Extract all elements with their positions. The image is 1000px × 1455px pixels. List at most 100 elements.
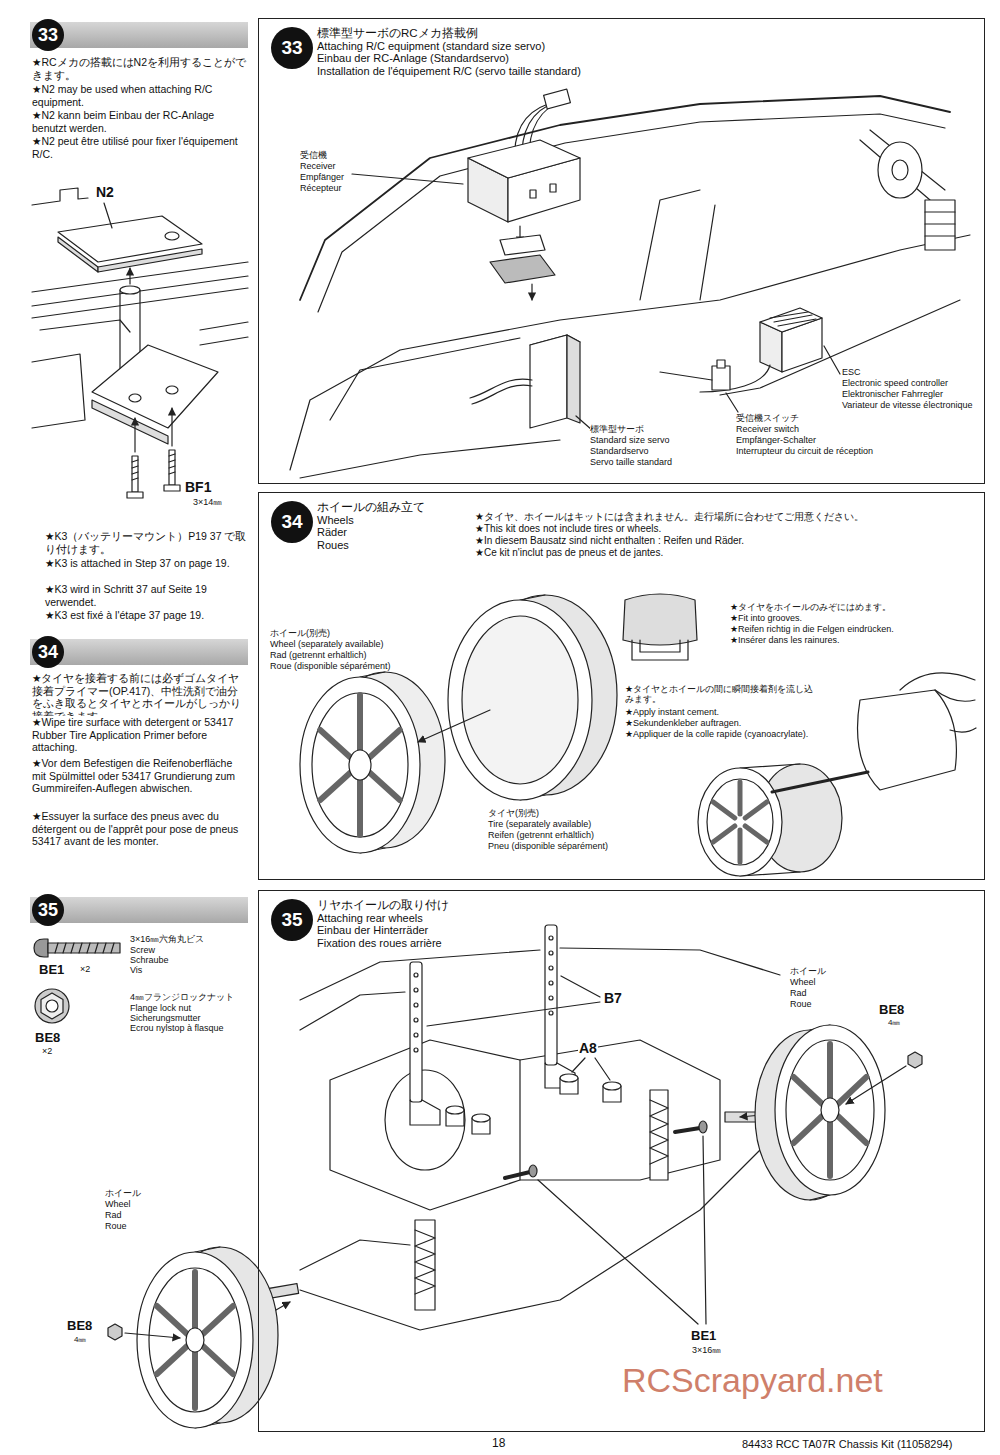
- rear-chassis-drawing-part: [415, 1230, 435, 1294]
- step-title: Räder: [317, 526, 347, 538]
- chassis-detail-drawing-part: [169, 454, 175, 474]
- step-title: ホイールの組み立て: [317, 501, 425, 514]
- step-number: 35: [32, 894, 64, 926]
- step-panel: リヤホイールの取り付けAttaching rear wheelsEinbau d…: [258, 890, 985, 1432]
- step-number-badge: 35: [271, 899, 313, 941]
- receiver-drawing: [352, 89, 580, 300]
- chassis-detail-drawing-part: [32, 188, 88, 205]
- chassis-detail-drawing-part: [166, 386, 178, 394]
- a8-spacer-drawing-part: [446, 1106, 464, 1114]
- note-text: Empfänger: [300, 172, 344, 182]
- a8-spacer-drawing: [446, 1058, 621, 1134]
- wheel-drawing-part: [312, 693, 408, 837]
- rear-chassis-drawing-part: [415, 1220, 435, 1310]
- note-text: ★タイヤ、ホイールはキットには含まれません。走行場所に合わせてご用意ください。: [475, 511, 980, 523]
- a8-spacer-drawing-part: [560, 1074, 578, 1082]
- glue-bottle-drawing-part: [935, 690, 976, 732]
- chassis-drawing-part: [925, 212, 955, 236]
- b7-post-drawing-part: [414, 1003, 418, 1007]
- nut-icon-part: [46, 1000, 58, 1012]
- chassis-drawing-part: [860, 130, 945, 200]
- note-text: ★K3（バッテリーマウント）P19 37 で取り付けます。: [45, 530, 248, 555]
- note-text: Standardservo: [590, 446, 649, 456]
- rear-wheel-drawing-part: [794, 1044, 867, 1176]
- part-code: BE1: [38, 962, 65, 978]
- servo-drawing-part: [470, 379, 532, 398]
- note-text: Elektronischer Fahrregler: [842, 389, 943, 399]
- note-text: Interrupteur du circuit de réception: [736, 446, 873, 456]
- step-number: 34: [32, 636, 64, 668]
- b7-post-drawing-part: [414, 1048, 418, 1052]
- servo-drawing-part: [472, 385, 532, 404]
- switch-drawing-part: [660, 372, 712, 380]
- tire-section-drawing-part: [640, 640, 680, 652]
- screw-icon-part: [34, 939, 48, 957]
- note-text: 4㎜: [888, 1018, 900, 1027]
- servo-drawing: [470, 335, 592, 430]
- rear-chassis-drawing: [262, 948, 780, 1330]
- wheel-drawing-part: [349, 750, 371, 780]
- chassis-detail-drawing-part: [58, 216, 202, 262]
- rear-chassis-drawing-part: [330, 1040, 520, 1210]
- step-panel: 標準型サーボのRCメカ搭載例Attaching R/C equipment (s…: [258, 18, 985, 484]
- watermark: RCScrapyard.net: [622, 1362, 883, 1399]
- chassis-drawing-part: [318, 114, 945, 312]
- wheel-drawing-part: [300, 677, 420, 853]
- rear-wheel-drawing-part: [108, 1324, 122, 1340]
- glue-bottle-drawing-part: [900, 673, 975, 690]
- note-text: Reifen (getrennt erhältlich): [488, 830, 594, 840]
- receiver-drawing-part: [500, 235, 545, 255]
- servo-drawing-part: [567, 335, 580, 423]
- note-text: Servo taille standard: [590, 457, 672, 467]
- note-text: タイヤ(別売): [488, 808, 539, 818]
- step-title: リヤホイールの取り付け: [317, 899, 449, 912]
- be1-screw-drawing-part: [529, 1165, 537, 1177]
- note-text: ★Fit into grooves.: [730, 613, 802, 623]
- rear-wheel-drawing-part: [775, 1025, 885, 1195]
- step-number: 35: [271, 899, 313, 941]
- b7-post-drawing-part: [549, 981, 553, 985]
- b7-post-drawing-part: [410, 1100, 440, 1125]
- be1-screw-drawing-part: [703, 1136, 706, 1324]
- chassis-drawing: [290, 96, 970, 478]
- receiver-drawing-part: [468, 140, 580, 178]
- note-text: ★Appliquer de la colle rapide (cyanoacry…: [625, 729, 820, 739]
- chassis-detail-drawing-part: [104, 203, 112, 228]
- chassis-detail-drawing: [32, 188, 248, 498]
- note-text: Récepteur: [300, 183, 342, 193]
- b7-post-drawing-part: [414, 973, 418, 977]
- rear-wheel-drawing-part: [125, 1333, 180, 1338]
- step-title: Attaching rear wheels: [317, 912, 423, 924]
- part-code: BE8: [66, 1318, 93, 1334]
- chassis-drawing-part: [925, 200, 955, 250]
- chassis-drawing-part: [300, 96, 950, 300]
- note-text: 受信機スイッチ: [736, 413, 799, 423]
- screw-icon: [34, 939, 120, 957]
- step-number: 34: [271, 501, 313, 543]
- b7-post-drawing-part: [549, 1011, 553, 1015]
- glue-bottle-drawing-part: [772, 772, 868, 792]
- note-text: Rad: [105, 1210, 122, 1220]
- note-text: ★タイヤを接着する前には必ずゴムタイヤ接着プライマー(OP.417)、中性洗剤で…: [32, 672, 247, 722]
- chassis-detail-drawing-part: [200, 322, 248, 345]
- wheel-drawing: [300, 672, 445, 853]
- note-text: Rad (getrennt erhältlich): [270, 650, 367, 660]
- note-text: Roue: [105, 1221, 127, 1231]
- wheel-drawing-part: [320, 695, 400, 835]
- part-code: A8: [578, 1040, 598, 1057]
- tire-section-drawing-part: [632, 640, 688, 660]
- note-text: 3×14㎜: [193, 497, 222, 507]
- chassis-detail-drawing-part: [32, 354, 85, 428]
- b7-post-drawing-part: [414, 988, 418, 992]
- chassis-detail-drawing-part: [132, 456, 138, 492]
- esc-drawing-part: [770, 312, 816, 326]
- b7-post-drawing-part: [549, 951, 553, 955]
- chassis-detail-drawing-part: [40, 320, 130, 332]
- switch-drawing-part: [712, 366, 730, 390]
- b7-post-drawing: [410, 925, 600, 1125]
- receiver-drawing-part: [490, 255, 555, 283]
- chassis-drawing-part: [640, 190, 715, 300]
- note-text: ホイール: [790, 966, 826, 976]
- esc-drawing-part: [760, 308, 822, 332]
- page-footer: 84433 RCC TA07R Chassis Kit (11058294): [742, 1438, 952, 1450]
